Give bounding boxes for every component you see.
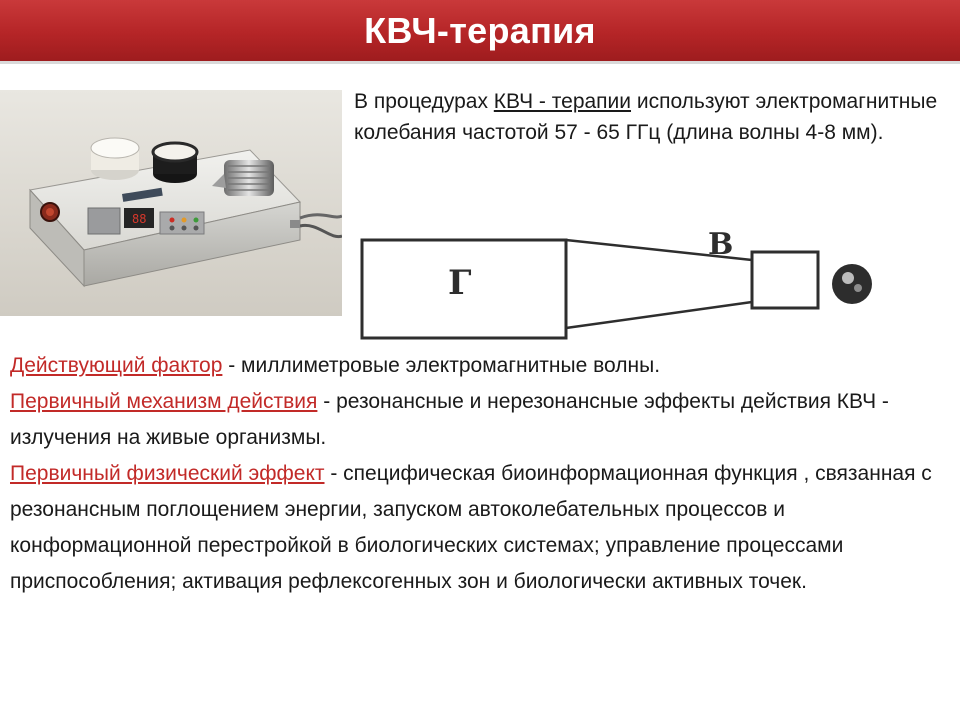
text-mechanism: - резонансные и нерезонансные эффекты де… [10,390,889,449]
text-effect: - специфическая биоинформационная функци… [10,462,932,593]
intro-text: В процедурах КВЧ - терапии используют эл… [354,86,944,148]
device-photo: 88 [0,90,342,316]
intro-pre: В процедурах [354,90,494,113]
slide-title: КВЧ-терапия [364,10,596,51]
term-effect[interactable]: Первичный физический эффект [10,462,325,485]
label-g: Г [448,263,472,303]
generator-diagram: Г В [360,227,872,340]
paragraph-effect: Первичный физический эффект - специфичес… [10,456,950,600]
horn-top-line [565,238,753,262]
term-factor[interactable]: Действующий фактор [10,354,223,377]
term-mechanism[interactable]: Первичный механизм действия [10,390,318,413]
body-text: Действующий фактор - миллиметровые элект… [10,348,950,600]
intro-link[interactable]: КВЧ - терапии [493,90,632,113]
label-v: В [708,227,733,262]
intro-post: используют электромагнитные колебания ча… [354,90,938,144]
paragraph-mechanism: Первичный механизм действия - резонансны… [10,384,950,456]
title-bar: КВЧ-терапия [0,0,960,64]
paragraph-factor: Действующий фактор - миллиметровые элект… [10,348,950,384]
svg-text:88: 88 [132,212,146,226]
generator-box [360,238,568,340]
target-object [832,264,872,304]
waveguide-box [750,250,820,310]
text-factor: - миллиметровые электромагнитные волны. [222,354,661,377]
horn-bottom-line [565,300,753,330]
